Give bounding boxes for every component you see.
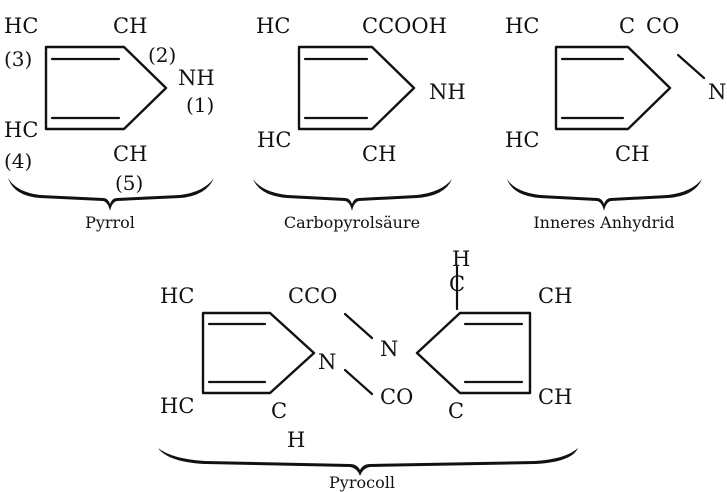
carbopyrrol-bonds	[297, 45, 416, 131]
carbopyrrol-brace	[253, 179, 452, 211]
pyrrol-brace	[8, 178, 214, 211]
pyrocoll-n-ring: N	[318, 350, 336, 374]
pyrocoll-hc-top-left: HC	[160, 284, 194, 308]
pyrocoll-co-bottom: CO	[380, 385, 413, 409]
anhydrid-brace	[507, 179, 702, 211]
pyrocoll-brace	[158, 448, 578, 476]
pyrrol-position-3: (3)	[4, 47, 32, 71]
pyrocoll-h-bottom: H	[287, 428, 305, 452]
carbopyrrol-ccooh: CCOOH	[362, 14, 447, 38]
pyrrol-position-2: (2)	[148, 43, 176, 67]
anhydrid-co: CO	[646, 14, 679, 38]
anhydrid-bonds	[554, 45, 706, 131]
pyrocoll-structure: HC CCO H C CH N N CO HC C C CH H Pyrocol…	[158, 247, 578, 492]
carbopyrrol-hc-top: HC	[256, 14, 290, 38]
anhydrid-c: C	[619, 14, 635, 38]
pyrocoll-c-bottom-right: C	[448, 399, 464, 423]
pyrocoll-h-top: H	[452, 247, 470, 271]
carbopyrrol-hc-bottom: HC	[257, 128, 291, 152]
pyrocoll-cco: CCO	[288, 284, 337, 308]
anhydrid-hc-top: HC	[505, 14, 539, 38]
pyrocoll-caption: Pyrocoll	[329, 473, 395, 492]
carbopyrrol-caption: Carbopyrolsäure	[284, 213, 420, 232]
anhydrid-caption: Inneres Anhydrid	[533, 213, 674, 232]
pyrrol-nh: NH	[178, 66, 215, 90]
pyrrol-structure: HC CH (3) (2) NH (1) HC (4) CH (5) Pyrro…	[4, 14, 215, 232]
pyrrol-hc-bottom: HC	[4, 118, 38, 142]
anhydrid-ch-bottom: CH	[615, 142, 649, 166]
pyrrol-bonds	[44, 45, 168, 131]
carbopyrrol-nh: NH	[429, 80, 466, 104]
pyrrol-hc-top: HC	[4, 14, 38, 38]
pyrocoll-ch-bottom-right: CH	[538, 385, 572, 409]
pyrrol-position-4: (4)	[4, 149, 32, 173]
pyrocoll-n-center: N	[380, 337, 398, 361]
pyrocoll-ch-top-right: CH	[538, 284, 572, 308]
pyrocoll-hc-bottom-left: HC	[160, 394, 194, 418]
pyrrol-caption: Pyrrol	[85, 213, 135, 232]
pyrrol-position-5: (5)	[115, 171, 143, 195]
anhydrid-structure: HC C CO N HC CH Inneres Anhydrid	[505, 14, 726, 232]
pyrrol-position-1: (1)	[186, 93, 214, 117]
pyrocoll-c-bottom-left: C	[271, 399, 287, 423]
anhydrid-n: N	[708, 80, 726, 104]
pyrocoll-c-top: C	[449, 272, 465, 296]
pyrrol-ch-top: CH	[113, 14, 147, 38]
anhydrid-hc-bottom: HC	[505, 128, 539, 152]
pyrrol-ch-bottom: CH	[113, 142, 147, 166]
pyrocoll-bonds	[201, 265, 532, 396]
carbopyrrol-structure: HC CCOOH NH HC CH Carbopyrolsäure	[253, 14, 466, 232]
carbopyrrol-ch-bottom: CH	[362, 142, 396, 166]
